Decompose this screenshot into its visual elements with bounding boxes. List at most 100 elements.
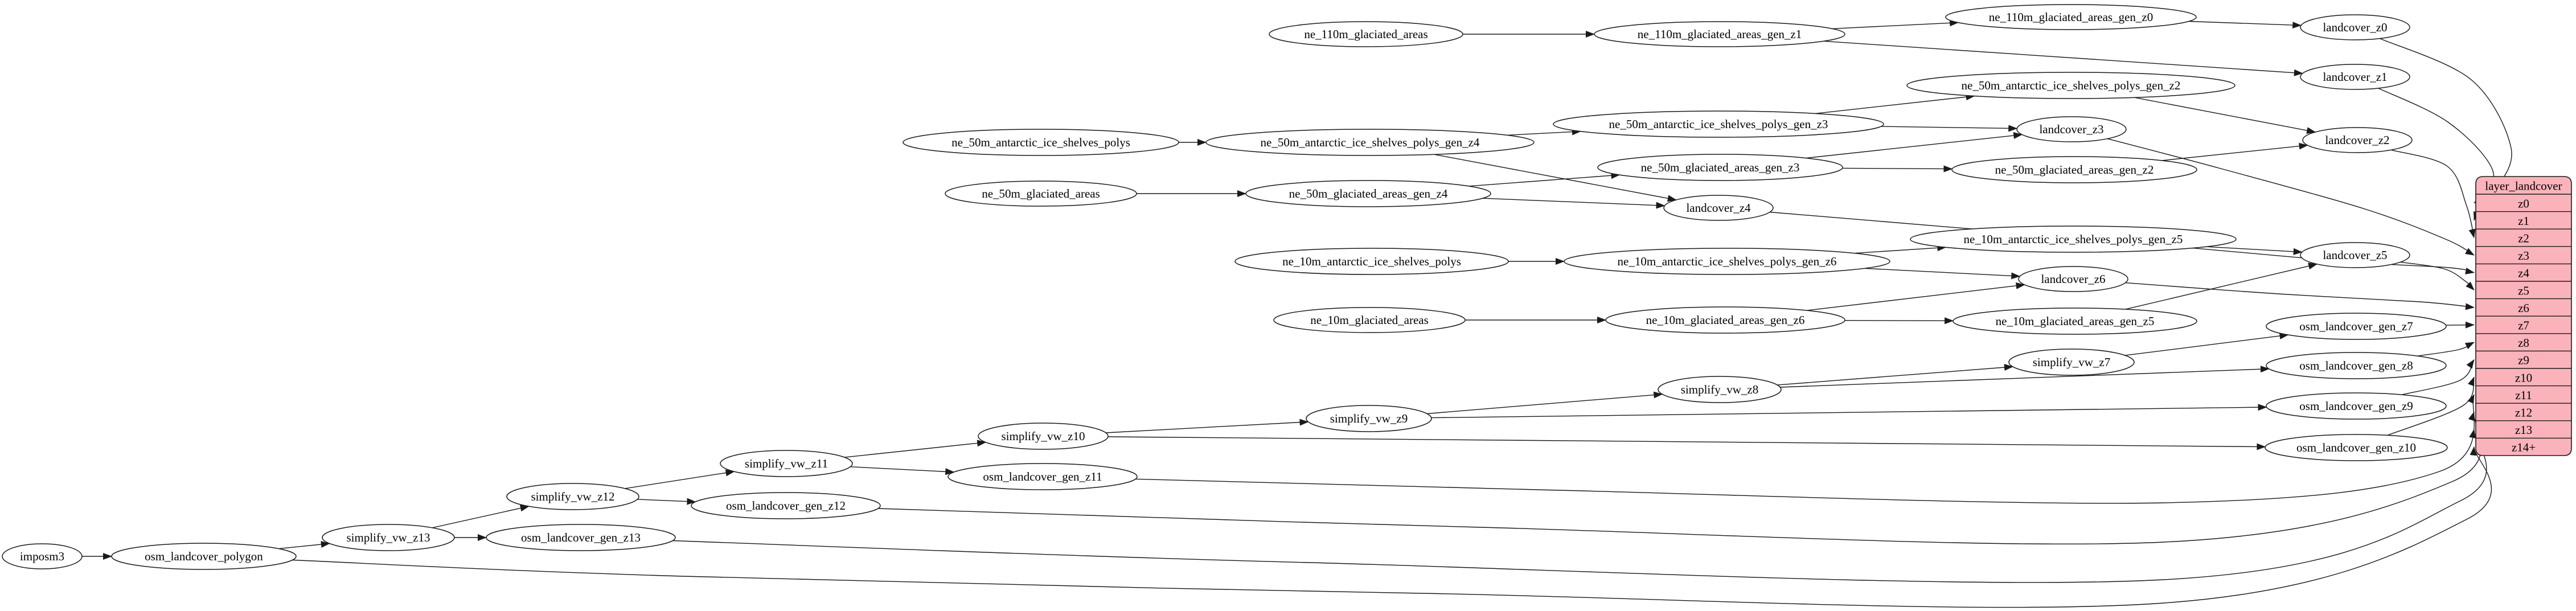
table-row-z7: z7	[2518, 319, 2529, 333]
node-ne_110m_glaciated_areas_gen_z1: ne_110m_glaciated_areas_gen_z1	[1594, 21, 1845, 47]
edge-simplify_vw_z9-to-simplify_vw_z8	[1427, 391, 1663, 415]
node-simplify_vw_z13: simplify_vw_z13	[322, 524, 455, 551]
edge-landcover_z6-to-layer-landcover-z6	[2125, 282, 2475, 310]
edge-ne_50m_antarctic_ice_shelves_polys_gen_z4-to-ne_50m_antarctic_ice_shelves_polys_gen_z3	[1507, 128, 1581, 136]
node-osm_landcover_gen_z13: osm_landcover_gen_z13	[486, 524, 676, 551]
node-ne_50m_antarctic_ice_shelves_polys_gen_z2: ne_50m_antarctic_ice_shelves_polys_gen_z…	[1906, 72, 2235, 99]
node-ellipse	[1605, 306, 1845, 334]
node-ne_10m_glaciated_areas_gen_z6: ne_10m_glaciated_areas_gen_z6	[1605, 306, 1845, 334]
node-ellipse	[1910, 225, 2237, 253]
edge-ne_50m_glaciated_areas_gen_z4-to-ne_50m_glaciated_areas_gen_z3	[1469, 172, 1621, 187]
edge-simplify_vw_z10-to-osm_landcover_gen_z10	[1107, 436, 2266, 450]
node-label-ne_50m_antarctic_ice_shelves_polys_gen_z4: ne_50m_antarctic_ice_shelves_polys_gen_z…	[1261, 136, 1480, 149]
node-label-osm_landcover_gen_z7: osm_landcover_gen_z7	[2299, 319, 2413, 333]
table-row-z4: z4	[2518, 266, 2529, 280]
node-ne_50m_antarctic_ice_shelves_polys: ne_50m_antarctic_ice_shelves_polys	[903, 129, 1179, 156]
edge-ne_50m_antarctic_ice_shelves_polys_gen_z3-to-landcover_z3	[1881, 125, 2018, 132]
edge-ne_50m_glaciated_areas_gen_z4-to-landcover_z4	[1482, 198, 1666, 209]
node-label-ne_110m_glaciated_areas_gen_z0: ne_110m_glaciated_areas_gen_z0	[1989, 10, 2153, 24]
edge-ne_50m_glaciated_areas_gen_z2-to-landcover_z2	[2161, 142, 2308, 161]
table-row-z6: z6	[2518, 301, 2529, 315]
edge-landcover_z3-to-layer-landcover-z3	[2107, 138, 2475, 256]
edge-landcover_z5-to-layer-landcover-z5	[2400, 261, 2475, 291]
node-osm_landcover_gen_z12: osm_landcover_gen_z12	[691, 492, 881, 519]
node-ne_10m_glaciated_areas: ne_10m_glaciated_areas	[1273, 307, 1466, 333]
table-row-z1: z1	[2518, 214, 2529, 228]
edge-osm_landcover_gen_z12-to-layer-landcover-z12	[877, 411, 2482, 545]
edge-simplify_vw_z8-to-simplify_vw_z7	[1777, 364, 2013, 386]
table-header-label: layer_landcover	[2485, 179, 2562, 193]
node-landcover_z5: landcover_z5	[2300, 242, 2410, 268]
node-ellipse	[486, 524, 676, 551]
node-label-simplify_vw_z11: simplify_vw_z11	[745, 457, 828, 470]
node-label-ne_10m_glaciated_areas_gen_z5: ne_10m_glaciated_areas_gen_z5	[1996, 314, 2155, 328]
node-ellipse	[2265, 434, 2448, 461]
node-ellipse	[1245, 180, 1491, 207]
node-ellipse	[903, 129, 1179, 156]
edge-ne_10m_glaciated_areas_gen_z6-to-landcover_z6	[1806, 282, 2025, 311]
node-label-ne_50m_antarctic_ice_shelves_polys_gen_z3: ne_50m_antarctic_ice_shelves_polys_gen_z…	[1609, 117, 1828, 131]
node-label-ne_10m_antarctic_ice_shelves_polys_gen_z6: ne_10m_antarctic_ice_shelves_polys_gen_z…	[1618, 255, 1837, 268]
node-ellipse	[1269, 21, 1463, 47]
node-ne_10m_antarctic_ice_shelves_polys_gen_z6: ne_10m_antarctic_ice_shelves_polys_gen_z…	[1564, 248, 1890, 275]
node-ellipse	[1273, 307, 1466, 333]
node-simplify_vw_z12: simplify_vw_z12	[506, 483, 639, 510]
node-label-osm_landcover_gen_z8: osm_landcover_gen_z8	[2299, 359, 2413, 372]
node-ellipse	[1663, 195, 1774, 221]
edge-osm_landcover_gen_z11-to-layer-landcover-z11	[1135, 393, 2475, 504]
node-label-simplify_vw_z9: simplify_vw_z9	[1330, 412, 1408, 425]
node-ellipse	[1234, 248, 1509, 275]
edges-layer	[82, 19, 2512, 608]
node-ellipse	[1306, 405, 1432, 432]
node-ne_50m_glaciated_areas_gen_z2: ne_50m_glaciated_areas_gen_z2	[1951, 156, 2197, 183]
node-landcover_z4: landcover_z4	[1663, 195, 1774, 221]
node-osm_landcover_gen_z11: osm_landcover_gen_z11	[947, 463, 1138, 490]
edge-simplify_vw_z12-to-osm_landcover_gen_z12	[637, 498, 696, 505]
node-label-ne_50m_glaciated_areas: ne_50m_glaciated_areas	[982, 187, 1100, 200]
node-label-simplify_vw_z12: simplify_vw_z12	[531, 490, 615, 503]
node-label-landcover_z0: landcover_z0	[2323, 20, 2387, 34]
node-simplify_vw_z10: simplify_vw_z10	[978, 423, 1109, 450]
node-ellipse	[1658, 376, 1782, 403]
edge-ne_50m_glaciated_areas_gen_z3-to-landcover_z3	[1806, 132, 2023, 159]
node-landcover_z2: landcover_z2	[2302, 127, 2413, 153]
node-ellipse	[1597, 154, 1843, 181]
node-label-ne_50m_antarctic_ice_shelves_polys: ne_50m_antarctic_ice_shelves_polys	[951, 136, 1130, 149]
node-osm_landcover_gen_z9: osm_landcover_gen_z9	[2266, 392, 2447, 420]
node-ellipse	[1553, 110, 1884, 138]
node-ellipse	[1952, 307, 2197, 335]
table-row-z12: z12	[2515, 406, 2532, 420]
node-landcover_z1: landcover_z1	[2300, 64, 2410, 90]
edge-osm_landcover_gen_z8-to-layer-landcover-z8	[2417, 342, 2475, 356]
node-ellipse	[1594, 21, 1845, 47]
edge-ne_10m_antarctic_ice_shelves_polys_gen_z5-to-landcover_z5	[2206, 246, 2303, 255]
edge-simplify_vw_z12-to-simplify_vw_z11	[625, 469, 735, 489]
node-ne_110m_glaciated_areas: ne_110m_glaciated_areas	[1269, 21, 1463, 47]
node-ellipse	[720, 450, 853, 477]
node-ne_50m_glaciated_areas: ne_50m_glaciated_areas	[945, 181, 1137, 207]
edge-osm_landcover_gen_z7-to-layer-landcover-z7	[2446, 321, 2475, 329]
edge-osm_landcover_gen_z13-to-layer-landcover-z13	[672, 429, 2487, 583]
node-ellipse	[111, 543, 297, 570]
node-label-ne_110m_glaciated_areas: ne_110m_glaciated_areas	[1304, 27, 1428, 41]
node-osm_landcover_gen_z7: osm_landcover_gen_z7	[2266, 313, 2447, 340]
node-ne_10m_antarctic_ice_shelves_polys_gen_z5: ne_10m_antarctic_ice_shelves_polys_gen_z…	[1910, 225, 2237, 253]
table-row-z5: z5	[2518, 284, 2529, 297]
node-ne_10m_glaciated_areas_gen_z5: ne_10m_glaciated_areas_gen_z5	[1952, 307, 2197, 335]
node-ellipse	[947, 463, 1138, 490]
node-landcover_z0: landcover_z0	[2300, 14, 2410, 40]
node-label-ne_10m_antarctic_ice_shelves_polys_gen_z5: ne_10m_antarctic_ice_shelves_polys_gen_z…	[1964, 232, 2183, 246]
node-label-landcover_z1: landcover_z1	[2323, 70, 2387, 84]
edge-ne_110m_glaciated_areas_gen_z1-to-ne_110m_glaciated_areas_gen_z0	[1832, 19, 1959, 30]
edge-ne_50m_glaciated_areas_gen_z3-to-ne_50m_glaciated_areas_gen_z2	[1842, 165, 1953, 173]
edge-landcover_z4-to-layer-landcover-z4	[1770, 211, 2475, 274]
node-ellipse	[322, 524, 455, 551]
node-ne_50m_antarctic_ice_shelves_polys_gen_z3: ne_50m_antarctic_ice_shelves_polys_gen_z…	[1553, 110, 1884, 138]
edge-osm_landcover_gen_z10-to-layer-landcover-z10	[2387, 376, 2475, 436]
edge-ne_10m_antarctic_ice_shelves_polys_gen_z6-to-landcover_z6	[1864, 268, 2021, 280]
node-label-landcover_z4: landcover_z4	[1686, 201, 1751, 215]
node-ellipse	[2300, 242, 2410, 268]
node-label-ne_50m_glaciated_areas_gen_z2: ne_50m_glaciated_areas_gen_z2	[1995, 163, 2154, 177]
node-ellipse	[1951, 156, 2197, 183]
